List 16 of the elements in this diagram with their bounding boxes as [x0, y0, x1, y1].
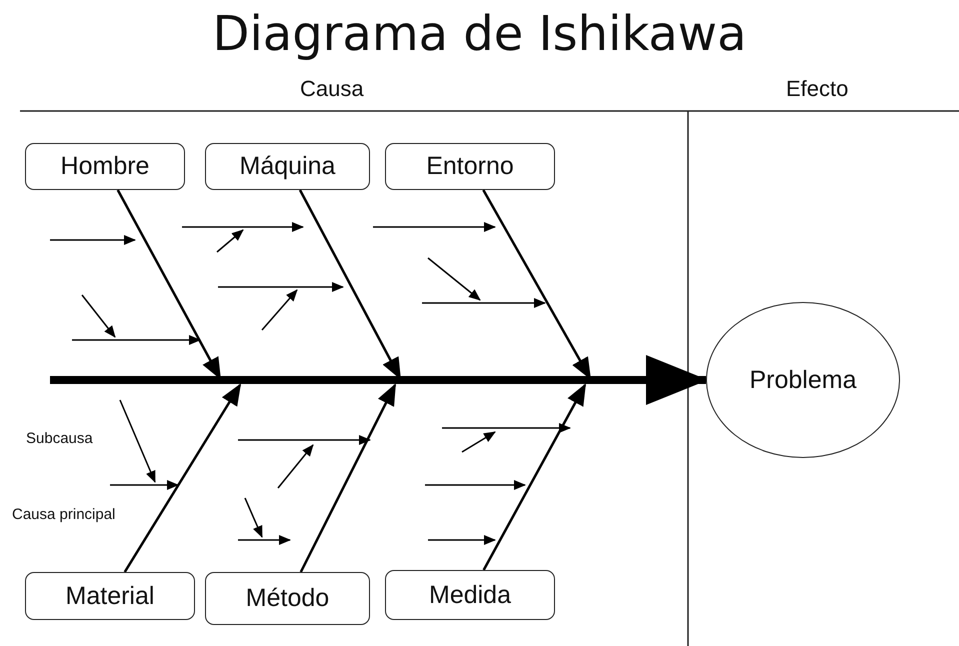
- category-box: Medida: [385, 570, 555, 620]
- category-box: Método: [205, 572, 370, 625]
- section-heading: Causa: [300, 76, 364, 102]
- category-box: Entorno: [385, 143, 555, 190]
- diagram-title: Diagrama de Ishikawa: [212, 6, 748, 62]
- category-box: Máquina: [205, 143, 370, 190]
- category-box: Material: [25, 572, 195, 620]
- effect-ellipse: Problema: [706, 302, 900, 458]
- spine-arrow: [50, 355, 708, 405]
- category-box: Hombre: [25, 143, 185, 190]
- cause-arrow: [300, 383, 396, 573]
- cause-arrow: [482, 383, 586, 571]
- annotation-text: Causa principal: [12, 506, 116, 523]
- section-heading: Efecto: [786, 76, 848, 102]
- annotation-text: Subcausa: [26, 430, 93, 447]
- cause-arrow: [124, 383, 242, 573]
